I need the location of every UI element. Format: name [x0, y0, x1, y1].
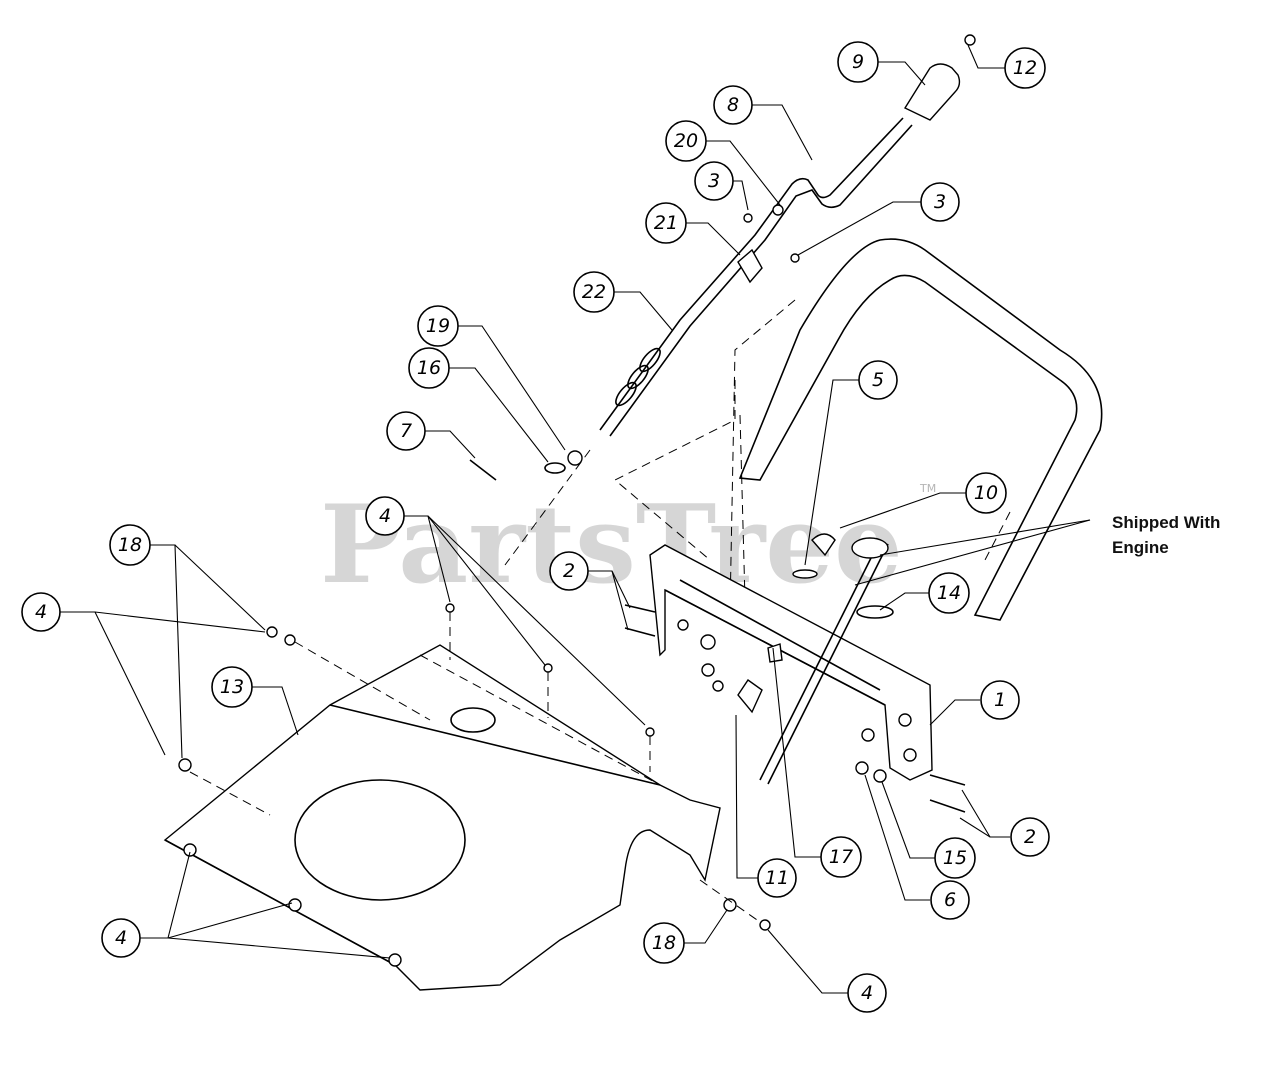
callout-4-left: 4 — [21, 592, 61, 632]
leader-lines — [60, 44, 1091, 994]
callout-6-label: 6 — [944, 889, 956, 911]
callout-4-center-label: 4 — [379, 505, 391, 527]
callout-7: 7 — [386, 411, 426, 451]
guide-lines — [614, 299, 796, 611]
deck-shield-part — [163, 603, 771, 991]
callout-17: 17 — [820, 836, 862, 878]
callout-21-label: 21 — [654, 212, 678, 234]
callout-12-label: 12 — [1013, 57, 1037, 79]
callout-20: 20 — [665, 120, 707, 162]
callout-5: 5 — [858, 360, 898, 400]
callout-20-label: 20 — [674, 130, 698, 152]
callout-3-right-label: 3 — [934, 191, 946, 213]
callout-19-label: 19 — [426, 315, 450, 337]
callout-18-left: 18 — [109, 524, 151, 566]
callout-18-bottom-label: 18 — [652, 932, 676, 954]
callout-2-right-label: 2 — [1024, 826, 1036, 848]
shipped-with-engine-line2: Engine — [1112, 538, 1169, 557]
callout-19: 19 — [417, 305, 459, 347]
callout-16-label: 16 — [417, 357, 441, 379]
shipped-with-engine-line1: Shipped With — [1112, 513, 1220, 532]
callout-10-label: 10 — [974, 482, 998, 504]
callout-3-right: 3 — [920, 182, 960, 222]
callout-17-label: 17 — [829, 846, 853, 868]
watermark-trademark: TM — [919, 482, 936, 495]
callout-7-label: 7 — [400, 420, 412, 442]
bracket-part — [624, 533, 966, 813]
callout-11-label: 11 — [765, 867, 789, 889]
callout-14-label: 14 — [937, 582, 961, 604]
callout-2-left-label: 2 — [563, 560, 575, 582]
callout-4-bottom-left: 4 — [101, 918, 141, 958]
callout-4-center: 4 — [365, 496, 405, 536]
callout-21: 21 — [645, 202, 687, 244]
callout-8-label: 8 — [727, 94, 739, 116]
handle-part — [738, 238, 1103, 621]
callout-14: 14 — [928, 572, 970, 614]
callout-4-bottom-right: 4 — [847, 973, 887, 1013]
callout-9-label: 9 — [852, 51, 864, 73]
callout-2-right: 2 — [1010, 817, 1050, 857]
shift-rod-part — [469, 34, 976, 566]
callout-16: 16 — [408, 347, 450, 389]
callout-1: 1 — [980, 680, 1020, 720]
callout-1-label: 1 — [994, 689, 1006, 711]
callout-8: 8 — [713, 85, 753, 125]
callout-4-bottom-right-label: 4 — [861, 982, 873, 1004]
callout-5-label: 5 — [872, 369, 884, 391]
callout-3-upper-label: 3 — [708, 170, 720, 192]
callout-11: 11 — [757, 858, 797, 898]
callout-12: 12 — [1004, 47, 1046, 89]
watermark-text: PartsTree — [320, 482, 903, 608]
callout-2-left: 2 — [549, 551, 589, 591]
callout-15-label: 15 — [943, 847, 967, 869]
callout-22-label: 22 — [582, 281, 606, 303]
callout-13-label: 13 — [220, 676, 244, 698]
callout-4-left-label: 4 — [35, 601, 47, 623]
callout-4-bottom-left-label: 4 — [115, 927, 127, 949]
callout-22: 22 — [573, 271, 615, 313]
callout-10: 10 — [965, 472, 1007, 514]
callout-9: 9 — [837, 41, 879, 83]
callout-3-upper: 3 — [694, 161, 734, 201]
callout-18-left-label: 18 — [118, 534, 142, 556]
callout-13: 13 — [211, 666, 253, 708]
callout-6: 6 — [930, 880, 970, 920]
callout-18-bottom: 18 — [643, 922, 685, 964]
callout-15: 15 — [934, 837, 976, 879]
